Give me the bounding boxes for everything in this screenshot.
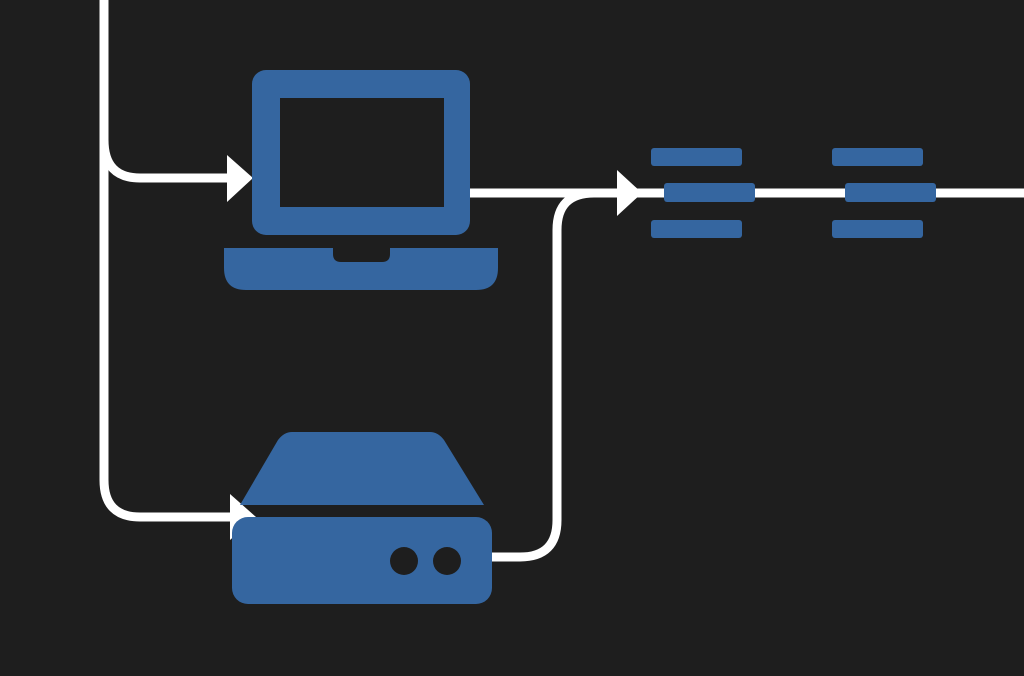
connector-source-trunk [99,0,232,522]
arrow-head-icon [617,170,642,216]
bars-icon [832,148,936,238]
arrow-head-icon [227,155,253,202]
connector-source-to-laptop [99,139,230,183]
laptop-icon [224,70,498,290]
server-icon [232,432,492,604]
bars-icon [651,148,755,238]
connector-server-to-output [492,188,620,562]
